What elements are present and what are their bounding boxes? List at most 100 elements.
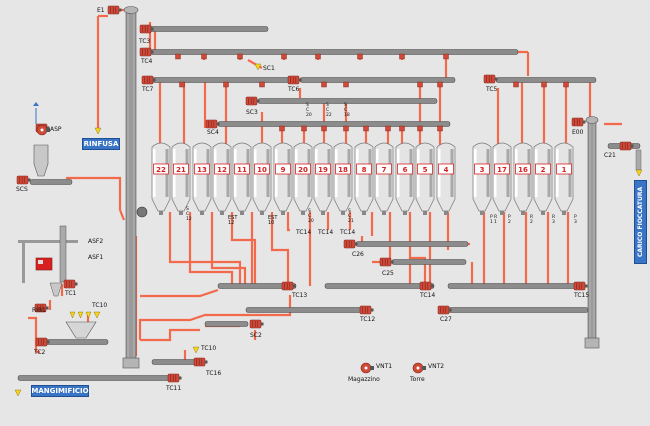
sc1-arrow-icon [254, 63, 262, 71]
motor-sc2[interactable] [249, 319, 264, 329]
motor-tc16[interactable] [193, 357, 208, 367]
motor-tc12[interactable] [359, 305, 374, 315]
silo-number-box [194, 163, 210, 175]
motor-c26[interactable] [343, 239, 358, 249]
gate-valve[interactable] [179, 81, 185, 88]
gate-valve[interactable] [343, 125, 349, 132]
gate-valve[interactable] [417, 81, 423, 88]
unloading-frame [18, 240, 78, 243]
silo-outlet [562, 211, 566, 215]
gate-valve[interactable] [301, 125, 307, 132]
motor-shaft [179, 376, 182, 380]
silo-number-box [376, 163, 392, 175]
motor-c21[interactable] [619, 141, 634, 151]
motor-tc4[interactable] [139, 47, 154, 57]
gate-valve[interactable] [259, 81, 265, 88]
rinfusa-button[interactable]: RINFUSA [82, 138, 120, 150]
tag-line: 22 [326, 112, 332, 118]
motor-sc4[interactable] [205, 119, 220, 129]
motor-tc5[interactable] [483, 74, 498, 84]
motor-c27[interactable] [437, 305, 452, 315]
motor-e1[interactable] [107, 5, 122, 15]
label-sc1: SC1 [263, 65, 275, 72]
gate-valve[interactable] [437, 125, 443, 132]
motor-tc2[interactable] [35, 337, 50, 347]
silo-outlet [362, 211, 366, 215]
label-sc3: SC3 [246, 109, 258, 116]
silo-outlet [301, 211, 305, 215]
tag-line: S [308, 208, 311, 214]
tag-line: 12 [186, 216, 192, 222]
motor-tc3[interactable] [139, 24, 154, 34]
silo-number: 13 [197, 166, 207, 174]
silo-number: 12 [217, 166, 227, 174]
gate-valve[interactable] [223, 81, 229, 88]
motor-scs[interactable] [16, 175, 31, 185]
mangimificio-outlet-arrow-icon [14, 389, 22, 397]
motor-sc3[interactable] [245, 96, 260, 106]
motor-tc6[interactable] [287, 75, 302, 85]
silo-outlet [521, 211, 525, 215]
gate-valve[interactable] [281, 53, 287, 60]
label-tc3: TC3 [139, 38, 151, 45]
motor-tc7[interactable] [141, 75, 156, 85]
label-asf2: ASF2 [88, 238, 104, 245]
silo-outlet [220, 211, 224, 215]
label-tc10a: TC10 [92, 302, 108, 309]
motor-group [16, 5, 634, 383]
conveyor-sc2 [204, 321, 249, 327]
gate-valve[interactable] [279, 125, 285, 132]
gate-valve[interactable] [315, 53, 321, 60]
gate-valve[interactable] [357, 53, 363, 60]
gate-valve[interactable] [443, 53, 449, 60]
gate-valve[interactable] [399, 125, 405, 132]
gate-valve[interactable] [175, 53, 181, 60]
gate-valve[interactable] [417, 125, 423, 132]
silo-outlet [260, 211, 264, 215]
tc10b-arrow-icon [192, 346, 200, 354]
motor-e00[interactable] [571, 117, 586, 127]
silo-outlet [159, 211, 163, 215]
gate-valve[interactable] [563, 81, 569, 88]
tag-line: 1 [490, 219, 493, 225]
gate-valve[interactable] [513, 81, 519, 88]
motor-rib1[interactable] [34, 303, 49, 313]
motor-shaft [449, 308, 452, 312]
silo-number-box [173, 163, 189, 175]
motor-c25[interactable] [379, 257, 394, 267]
gate-valve[interactable] [385, 125, 391, 132]
motor-tc13[interactable] [281, 281, 296, 291]
tag-line: P [508, 214, 511, 220]
silo-number: 9 [281, 166, 286, 174]
pipe-segment [138, 295, 292, 340]
gate-valve[interactable] [541, 81, 547, 88]
gate-valve[interactable] [399, 53, 405, 60]
gate-valve[interactable] [363, 125, 369, 132]
label-asp: ASP [50, 126, 62, 133]
fan-vnt1[interactable] [360, 362, 374, 374]
motor-tc14[interactable] [419, 281, 434, 291]
gate-valve[interactable] [343, 81, 349, 88]
motor-shaft [261, 322, 264, 326]
mangimificio-button[interactable]: MANGIMIFICIO [31, 385, 89, 397]
motor-tc1[interactable] [63, 279, 78, 289]
conveyor-tc16 [151, 359, 201, 365]
gate-valve[interactable] [237, 53, 243, 60]
conveyor-tc14 [324, 283, 435, 289]
silo-number-box [417, 163, 433, 175]
fan-vnt2[interactable] [412, 362, 426, 374]
gate-valve[interactable] [201, 53, 207, 60]
tag-line: C [186, 211, 189, 217]
tag-line: 20 [306, 112, 312, 118]
motor-tc15[interactable] [573, 281, 588, 291]
fan-asp[interactable] [36, 124, 50, 136]
carico-fioccatura-button[interactable]: CARICO FIOCCATURA [634, 180, 647, 264]
gate-valve[interactable] [321, 81, 327, 88]
silos_left-silo: 6 [395, 142, 415, 215]
gate-valve[interactable] [321, 125, 327, 132]
gate-valve[interactable] [437, 81, 443, 88]
silo-number: 4 [444, 166, 449, 174]
motor-tc11[interactable] [167, 373, 182, 383]
silo-outlet [382, 211, 386, 215]
